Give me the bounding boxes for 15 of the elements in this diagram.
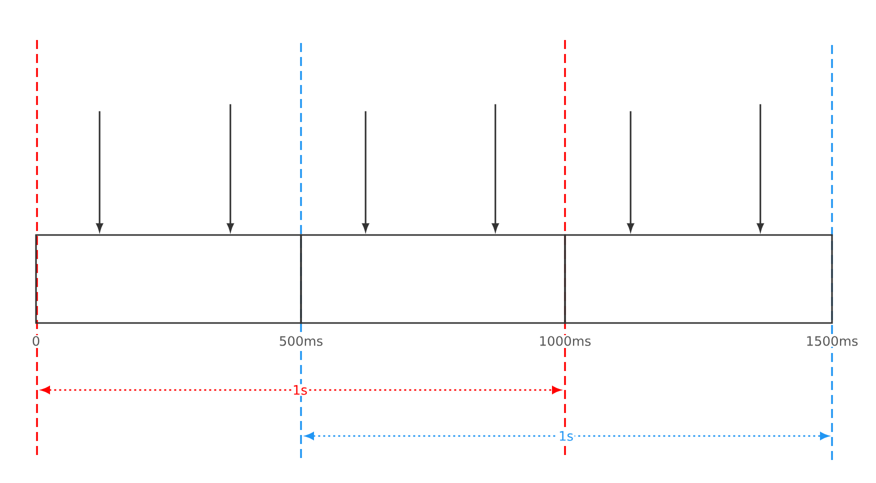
tick-label: 1500ms xyxy=(804,335,860,347)
tick-label: 1000ms xyxy=(538,335,592,347)
timeline-segment xyxy=(300,234,566,324)
tick-label: 0 xyxy=(30,335,42,347)
tick-label: 500ms xyxy=(278,335,324,347)
timeline-segment xyxy=(35,234,302,324)
arrow xyxy=(96,111,104,232)
dimension-label: 1s xyxy=(557,430,575,442)
arrow xyxy=(226,104,234,232)
arrow xyxy=(756,104,764,232)
dimension-label: 1s xyxy=(291,384,309,396)
timeline-segment xyxy=(564,234,833,324)
arrow xyxy=(627,111,634,232)
arrow xyxy=(492,104,499,232)
arrow xyxy=(362,111,370,232)
